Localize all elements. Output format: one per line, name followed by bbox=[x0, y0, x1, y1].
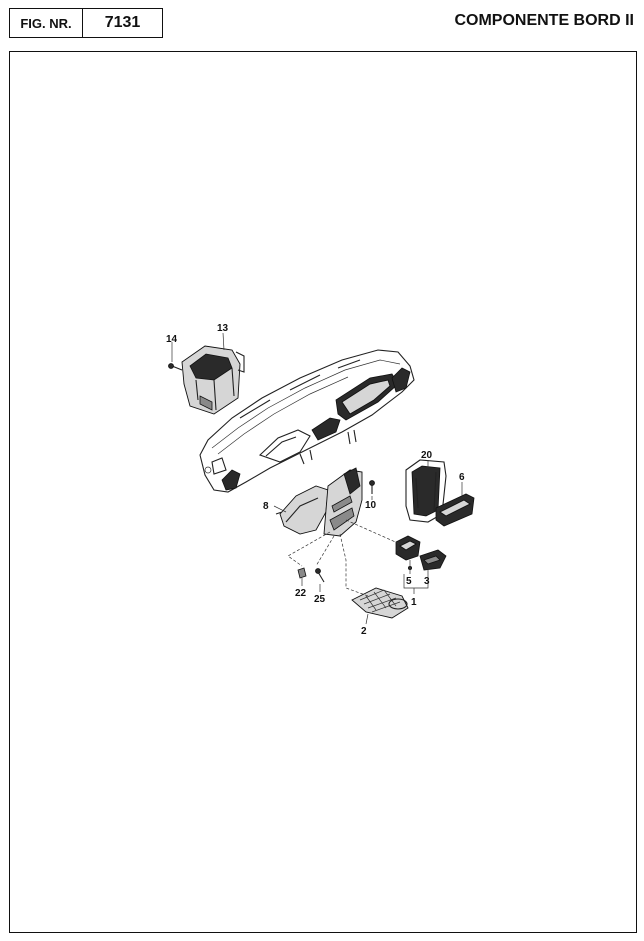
dashboard-panel bbox=[199, 349, 415, 493]
callout-22: 22 bbox=[295, 588, 307, 599]
figure-number: 7131 bbox=[104, 14, 141, 31]
diagram-frame bbox=[9, 51, 637, 933]
part-8-lower-trim bbox=[275, 485, 329, 535]
part-25-bolt bbox=[315, 568, 325, 583]
part-13-vent-housing bbox=[181, 345, 245, 415]
leader-lines bbox=[171, 332, 463, 625]
part-3-switch bbox=[419, 549, 447, 571]
callout-20: 20 bbox=[421, 450, 433, 461]
page-title: COMPONENTE BORD II bbox=[454, 12, 634, 29]
center-console bbox=[323, 467, 363, 537]
callout-13: 13 bbox=[217, 323, 229, 334]
part-22-clip bbox=[297, 567, 307, 579]
figure-number-box: FIG. NR. 7131 bbox=[9, 8, 163, 38]
part-10-screw bbox=[369, 480, 375, 494]
part-5-switch-panel bbox=[395, 535, 421, 561]
callout-10: 10 bbox=[365, 500, 377, 511]
callout-6: 6 bbox=[459, 472, 465, 483]
callout-14: 14 bbox=[166, 334, 178, 345]
part-2-cover-plate bbox=[351, 587, 409, 619]
figure-label: FIG. NR. bbox=[10, 9, 83, 37]
part-14-screw bbox=[168, 363, 183, 371]
callout-2: 2 bbox=[361, 626, 367, 637]
callout-5: 5 bbox=[406, 576, 412, 587]
callout-25: 25 bbox=[314, 594, 326, 605]
callout-3: 3 bbox=[424, 576, 430, 587]
callout-8: 8 bbox=[263, 501, 269, 512]
part-6-tray bbox=[435, 493, 475, 527]
callout-1: 1 bbox=[411, 597, 417, 608]
